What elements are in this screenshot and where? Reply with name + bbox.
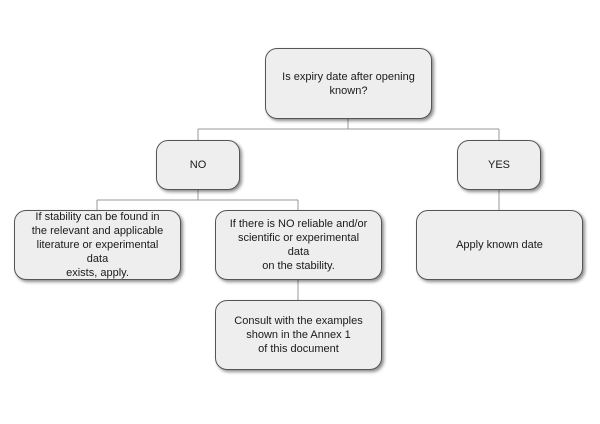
no-reliable-data-box: If there is NO reliable and/or scientifi… (215, 210, 382, 280)
yes-box: YES (457, 140, 541, 190)
root-question-box: Is expiry date after opening known? (265, 48, 432, 119)
no-box: NO (156, 140, 240, 190)
literature-box: If stability can be found in the relevan… (14, 210, 181, 280)
consult-annex-box: Consult with the examples shown in the A… (215, 300, 382, 370)
apply-known-date-box: Apply known date (416, 210, 583, 280)
